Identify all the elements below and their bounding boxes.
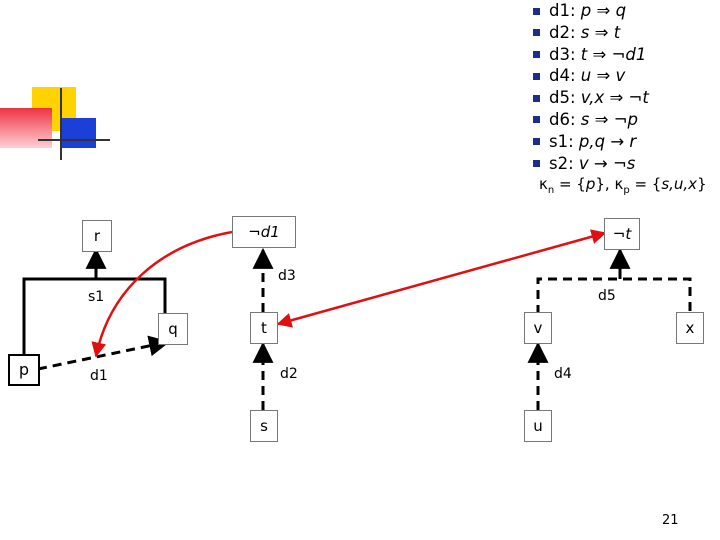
node-t: t	[250, 312, 278, 344]
label-d1: d1	[90, 368, 108, 384]
node-s: s	[250, 410, 278, 442]
label-d3: d3	[278, 268, 296, 284]
node-not-t: ¬t	[604, 218, 640, 250]
label-d2: d2	[280, 366, 298, 382]
label-d4: d4	[554, 366, 572, 382]
node-q: q	[158, 313, 188, 345]
node-not-d1: ¬d1	[232, 216, 296, 248]
node-x: x	[676, 312, 704, 344]
node-r: r	[82, 220, 112, 252]
node-v: v	[524, 312, 552, 344]
label-s1: s1	[88, 289, 104, 305]
node-u: u	[524, 410, 552, 442]
page-number: 21	[662, 513, 679, 528]
label-d5: d5	[598, 288, 616, 304]
node-p: p	[8, 354, 40, 386]
d1-edge	[38, 342, 168, 369]
